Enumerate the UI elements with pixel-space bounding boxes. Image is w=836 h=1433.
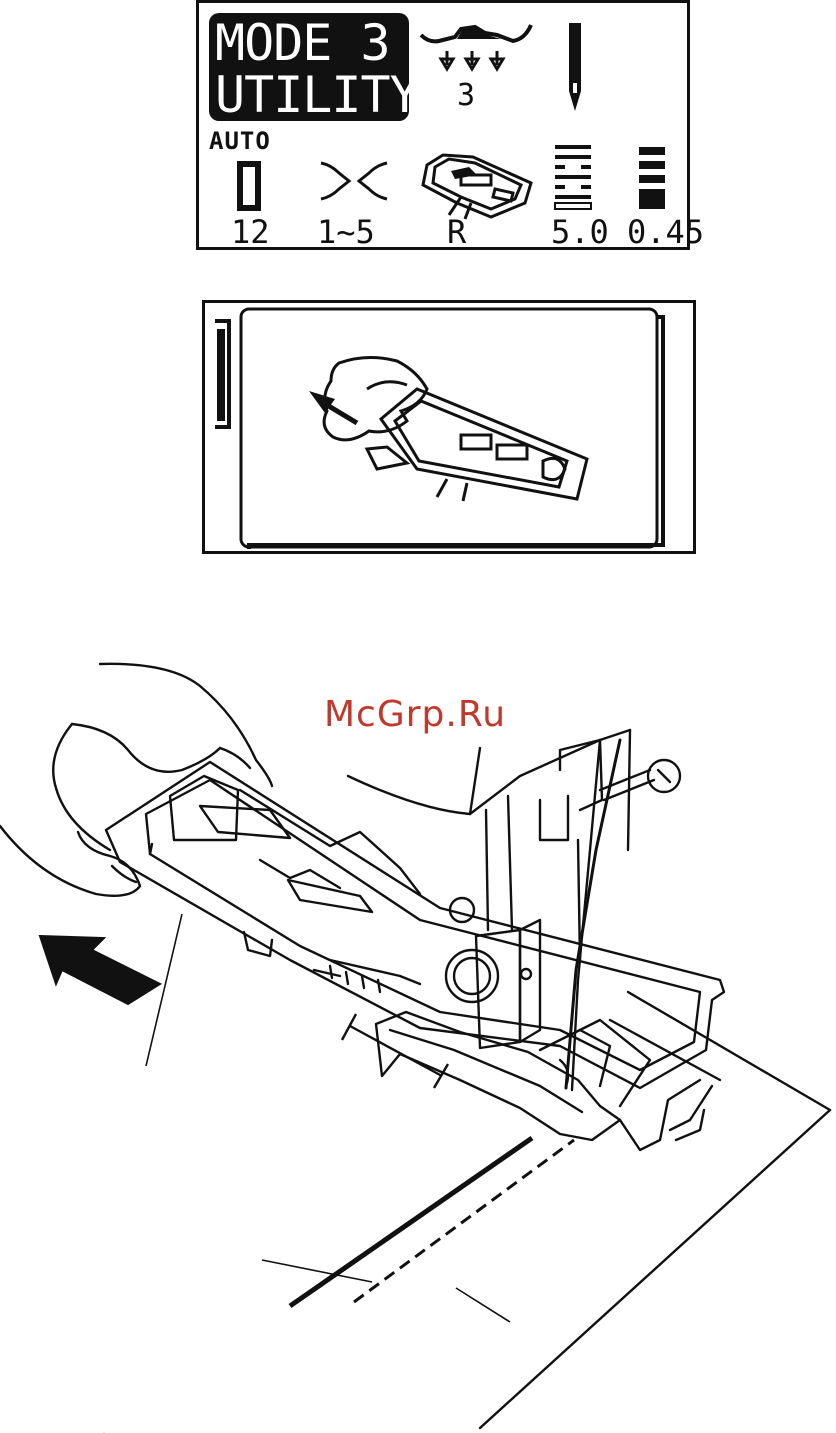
feed-dog-icon bbox=[417, 17, 537, 81]
tension-range: 1~5 bbox=[317, 215, 375, 249]
watermark: McGrp.Ru bbox=[324, 694, 506, 735]
thread-tension-icon bbox=[319, 159, 389, 203]
mode-line-1: MODE 3 bbox=[215, 17, 409, 69]
foot-letter: R bbox=[447, 215, 466, 249]
stitch-length-icon bbox=[637, 145, 669, 211]
stitch-length-value: 0.45 bbox=[627, 215, 704, 249]
stitch-width-value: 5.0 bbox=[551, 215, 609, 249]
lever-pull-icon bbox=[297, 349, 607, 509]
auto-label: AUTO bbox=[209, 127, 271, 155]
mode-line-2: UTILITY bbox=[215, 69, 409, 121]
buttonhole-pattern-icon bbox=[237, 161, 261, 211]
mode-display: MODE 3 UTILITY bbox=[209, 13, 409, 121]
pattern-number: 12 bbox=[231, 215, 270, 249]
buttonhole-foot-icon bbox=[421, 153, 537, 223]
needle-icon bbox=[563, 21, 587, 113]
feed-dog-number: 3 bbox=[457, 81, 475, 111]
lcd-message-panel bbox=[202, 300, 696, 554]
stitch-width-icon bbox=[551, 143, 595, 211]
lcd-main-panel: MODE 3 UTILITY 3 AUTO bbox=[196, 0, 690, 250]
